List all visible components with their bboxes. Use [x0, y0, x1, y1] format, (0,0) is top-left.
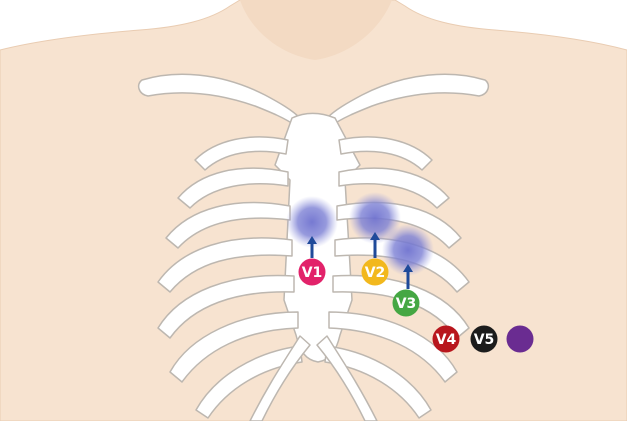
lead-v4-marker: V4	[433, 326, 460, 353]
lead-v2-marker: V2	[362, 259, 389, 286]
lead-v6-marker	[507, 326, 534, 353]
lead-v5-label: V5	[474, 332, 495, 348]
lead-v5-marker: V5	[471, 326, 498, 353]
lead-v6-dot	[507, 326, 534, 353]
lead-v1-label: V1	[302, 265, 323, 281]
lead-v1-marker: V1	[299, 259, 326, 286]
lead-v3-marker: V3	[393, 290, 420, 317]
lead-v4-label: V4	[436, 332, 457, 348]
lead-v2-label: V2	[365, 265, 386, 281]
lead-v3-label: V3	[396, 296, 417, 312]
